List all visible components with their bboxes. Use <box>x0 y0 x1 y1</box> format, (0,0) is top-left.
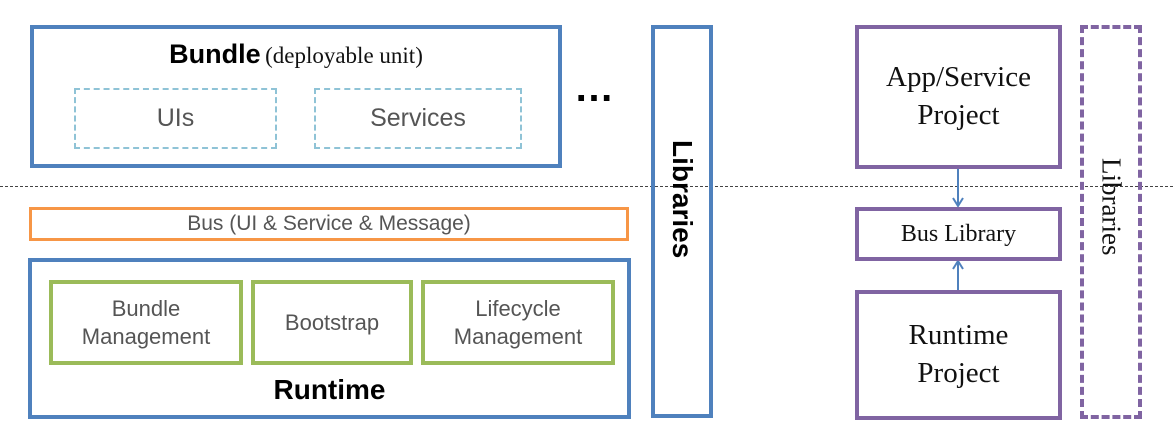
bus-library-box: Bus Library <box>855 207 1062 261</box>
bus-library-label: Bus Library <box>900 220 1017 247</box>
runtime-project-line-1: Runtime <box>908 319 1009 352</box>
lifecycle-management-box: Lifecycle Management <box>421 280 615 365</box>
ellipsis: … <box>574 66 614 110</box>
uis-label: UIs <box>156 104 195 132</box>
services-label: Services <box>370 104 466 132</box>
app-service-project-box: App/Service Project <box>855 25 1062 169</box>
services-box: Services <box>314 88 522 149</box>
arrow-app-to-bus <box>952 169 964 208</box>
bus-bar: Bus (UI & Service & Message) <box>29 207 629 241</box>
app-service-project-line-2: Project <box>917 99 1000 131</box>
uis-box: UIs <box>74 88 277 149</box>
bundle-management-box: Bundle Management <box>49 280 243 365</box>
layer-divider-line <box>0 186 1173 187</box>
lifecycle-management-line-2: Management <box>453 323 583 349</box>
runtime-title: Runtime <box>273 374 386 405</box>
bootstrap-label: Bootstrap <box>284 309 380 335</box>
runtime-box: Bundle Management Bootstrap Lifecycle Ma… <box>28 258 631 419</box>
bundle-management-line-1: Bundle <box>111 296 181 321</box>
bundle-subtitle: (deployable unit) <box>265 43 423 68</box>
libraries-column-left: Libraries <box>651 25 713 418</box>
libraries-column-right: Libraries <box>1080 25 1142 419</box>
libraries-right-label: Libraries <box>1096 158 1127 256</box>
bootstrap-box: Bootstrap <box>251 280 413 365</box>
libraries-left-label: Libraries <box>667 140 698 259</box>
runtime-project-box: Runtime Project <box>855 290 1062 420</box>
app-service-project-line-1: App/Service <box>886 61 1031 94</box>
runtime-project-line-2: Project <box>917 357 1000 389</box>
arrow-runtime-to-bus <box>952 259 964 290</box>
bus-label: Bus (UI & Service & Message) <box>187 212 471 235</box>
bundle-management-line-2: Management <box>81 323 211 349</box>
bundle-title: Bundle <box>169 39 261 69</box>
lifecycle-management-line-1: Lifecycle <box>475 296 561 321</box>
bundle-box: Bundle (deployable unit) UIs Services <box>30 25 562 168</box>
bundle-heading: Bundle (deployable unit) <box>34 39 558 70</box>
